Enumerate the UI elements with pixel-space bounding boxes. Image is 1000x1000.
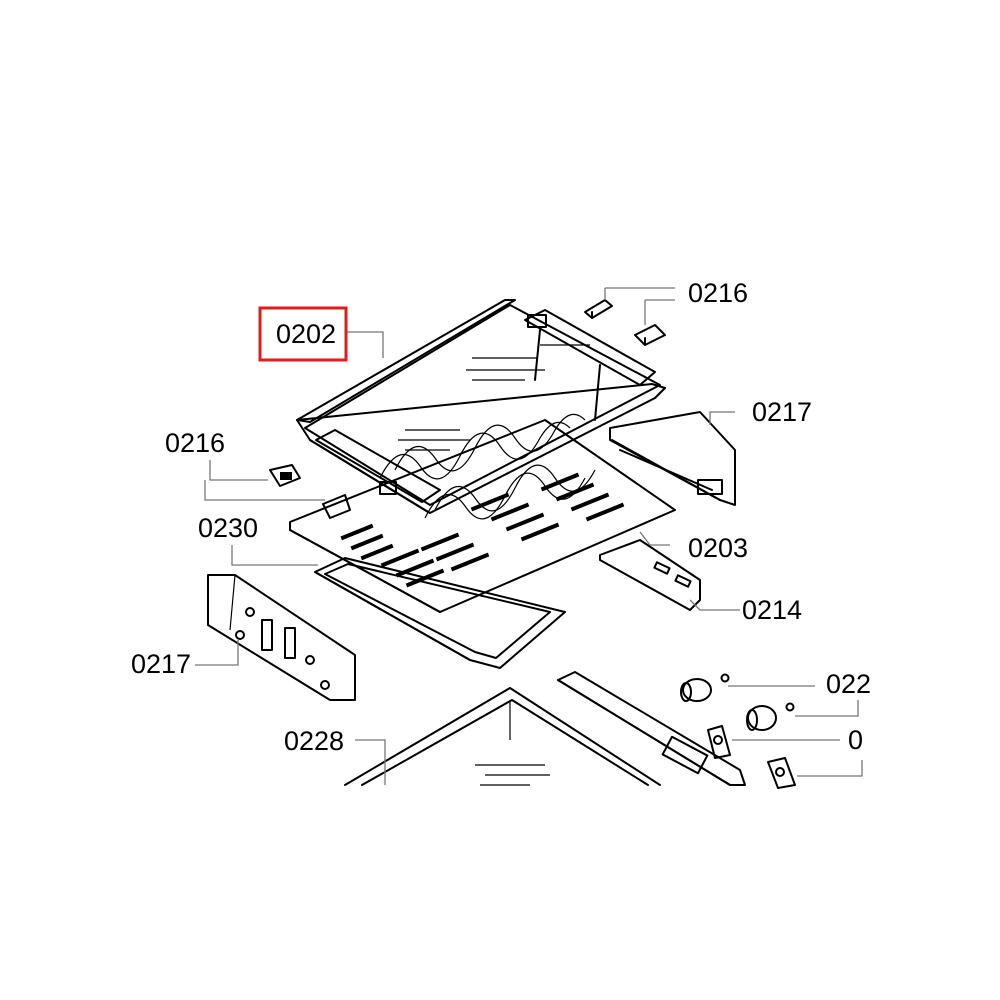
highlight-box-0202 [258, 306, 348, 362]
part-0228-frame[interactable] [344, 687, 661, 786]
part-hinge-bracket-1[interactable] [707, 725, 731, 759]
label-0216-top[interactable]: 0216 [688, 278, 748, 308]
label-0228[interactable]: 0228 [284, 726, 344, 756]
part-0217-control-panel[interactable] [207, 574, 356, 701]
label-0203[interactable]: 0203 [688, 533, 748, 563]
label-0217-left[interactable]: 0217 [131, 649, 191, 679]
part-hinge-bracket-2[interactable] [767, 757, 796, 789]
part-0230-tray[interactable] [314, 557, 566, 669]
part-0216-clip-left[interactable] [269, 464, 301, 487]
leader-lines [195, 287, 863, 785]
label-0230[interactable]: 0230 [198, 513, 258, 543]
part-0214-bracket[interactable] [599, 539, 701, 611]
part-0217-side-rail[interactable] [609, 411, 736, 506]
label-0217-right[interactable]: 0217 [752, 397, 812, 427]
label-0214[interactable]: 0214 [742, 595, 802, 625]
part-knob-2[interactable] [746, 702, 795, 731]
label-0-cut[interactable]: 0 [848, 725, 863, 755]
label-022-cut[interactable]: 022 [826, 669, 871, 699]
part-0216-clip-top-2[interactable] [634, 324, 666, 346]
part-knob-1[interactable] [680, 673, 730, 702]
part-0203-perforated-cover[interactable] [289, 419, 676, 613]
part-0202-shelf[interactable] [296, 299, 666, 520]
label-0216-left[interactable]: 0216 [165, 428, 225, 458]
cover-slots [340, 472, 625, 588]
part-0216-clip-top-1[interactable] [584, 299, 613, 319]
label-0202[interactable]: 0202 [276, 319, 336, 349]
part-runner-rail[interactable] [557, 671, 746, 786]
